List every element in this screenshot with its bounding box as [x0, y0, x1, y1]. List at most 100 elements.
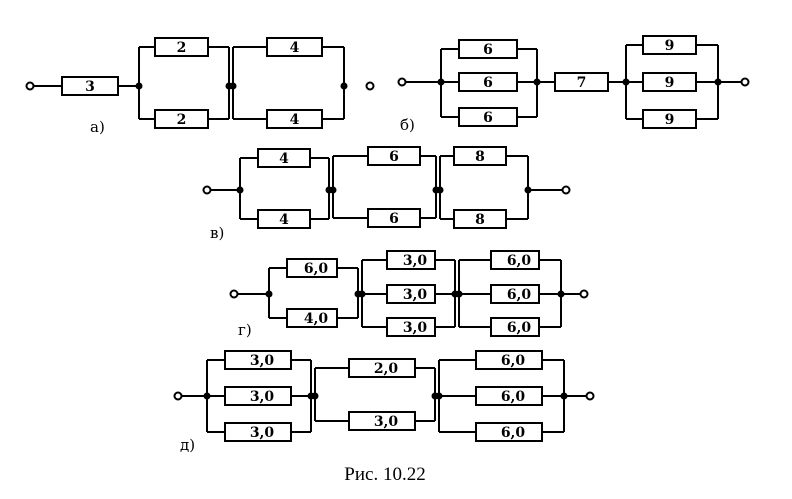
resistor	[286, 308, 338, 328]
output-terminal	[579, 289, 589, 299]
resistor-value: 2	[177, 40, 187, 56]
resistor-value: 6	[483, 42, 493, 58]
stage-parallel: 66	[329, 146, 440, 228]
junction-node	[714, 78, 722, 86]
stage-parallel: 2,03,0	[311, 358, 439, 431]
junction-node	[524, 186, 532, 194]
circuit-label: а)	[90, 118, 105, 136]
resistor-value: 8	[475, 149, 485, 165]
stage-parallel: 44	[207, 148, 333, 229]
resistor	[490, 284, 540, 304]
resistor-value: 6,0	[507, 253, 532, 269]
junction-node	[329, 186, 337, 194]
resistor	[475, 386, 543, 406]
resistor	[224, 386, 292, 406]
resistor	[642, 72, 697, 92]
resistor-value: 3,0	[403, 253, 428, 269]
resistor	[642, 109, 697, 129]
resistor	[386, 317, 436, 337]
resistor	[266, 109, 323, 129]
junction-node	[135, 82, 143, 90]
junction-node	[229, 82, 237, 90]
resistor-value: 6,0	[507, 320, 532, 336]
resistor-value: 3,0	[250, 425, 275, 441]
stage-parallel: 3,0 3,0 3,0	[178, 350, 315, 442]
resistor-value: 9	[665, 75, 675, 91]
input-terminal	[173, 391, 183, 401]
input-terminal	[397, 77, 407, 87]
resistor-value: 2,0	[374, 361, 399, 377]
resistor	[386, 284, 436, 304]
resistor	[154, 109, 209, 129]
resistor	[257, 209, 311, 229]
resistor-value: 6,0	[304, 261, 329, 277]
resistor-value: 4	[290, 112, 300, 128]
circuit-label: д)	[180, 436, 195, 454]
resistor	[348, 358, 416, 378]
circuit-a: 3 2 2 44 а)	[25, 37, 375, 136]
circuit-g: 6,04,03,03,03,06,06,06,0г)	[229, 250, 589, 339]
resistor	[224, 350, 292, 370]
resistor-value: 9	[665, 38, 675, 54]
resistor-value: 2	[177, 112, 187, 128]
junction-node	[435, 392, 443, 400]
resistor	[286, 258, 338, 278]
resistor-value: 6,0	[501, 389, 526, 405]
resistor-value: 6	[483, 110, 493, 126]
resistor-value: 3,0	[250, 353, 275, 369]
input-terminal	[25, 81, 35, 91]
junction-node	[622, 78, 630, 86]
resistor	[490, 317, 540, 337]
resistor	[367, 146, 421, 166]
output-terminal	[585, 391, 595, 401]
stage-parallel: 6,0 4,0	[234, 258, 362, 328]
resistor	[367, 208, 421, 228]
stage-parallel: 6 6 6	[402, 39, 541, 127]
resistor-value: 3	[85, 79, 95, 95]
resistor	[257, 148, 311, 168]
resistor	[386, 250, 436, 270]
stage-series: 7	[537, 72, 622, 92]
junction-node	[560, 392, 568, 400]
junction-node	[455, 290, 463, 298]
junction-node	[203, 392, 211, 400]
junction-node	[311, 392, 319, 400]
junction-node	[437, 78, 445, 86]
resistor-value: 7	[577, 75, 587, 91]
figure-caption: Рис. 10.22	[344, 464, 425, 485]
stage-parallel: 44	[229, 37, 348, 129]
resistor	[348, 411, 416, 431]
resistor	[475, 422, 543, 442]
output-terminal	[365, 81, 375, 91]
input-terminal	[229, 289, 239, 299]
circuit-label: б)	[400, 116, 415, 134]
resistor-value: 6	[389, 211, 399, 227]
resistor-value: 4	[279, 151, 289, 167]
resistor-value: 3,0	[250, 389, 275, 405]
junction-node	[340, 82, 348, 90]
resistor	[475, 350, 543, 370]
circuit-label: в)	[210, 224, 224, 242]
resistor-value: 3,0	[403, 287, 428, 303]
stage-parallel: 3,03,03,0	[358, 250, 459, 337]
resistor	[458, 107, 518, 127]
resistor	[453, 146, 507, 166]
resistor	[554, 72, 609, 92]
resistor-value: 6,0	[501, 425, 526, 441]
stage-series: 3	[30, 76, 135, 96]
junction-node	[557, 290, 565, 298]
output-terminal	[740, 77, 750, 87]
stage-parallel: 6,06,06,0	[435, 350, 590, 442]
resistor-value: 8	[475, 212, 485, 228]
resistor	[642, 35, 697, 55]
resistor	[458, 39, 518, 59]
resistor	[458, 72, 518, 92]
junction-node	[236, 186, 244, 194]
input-terminal	[202, 185, 212, 195]
resistor-value: 4,0	[304, 311, 329, 327]
junction-node	[436, 186, 444, 194]
resistor	[61, 76, 119, 96]
resistor-value: 6	[483, 75, 493, 91]
